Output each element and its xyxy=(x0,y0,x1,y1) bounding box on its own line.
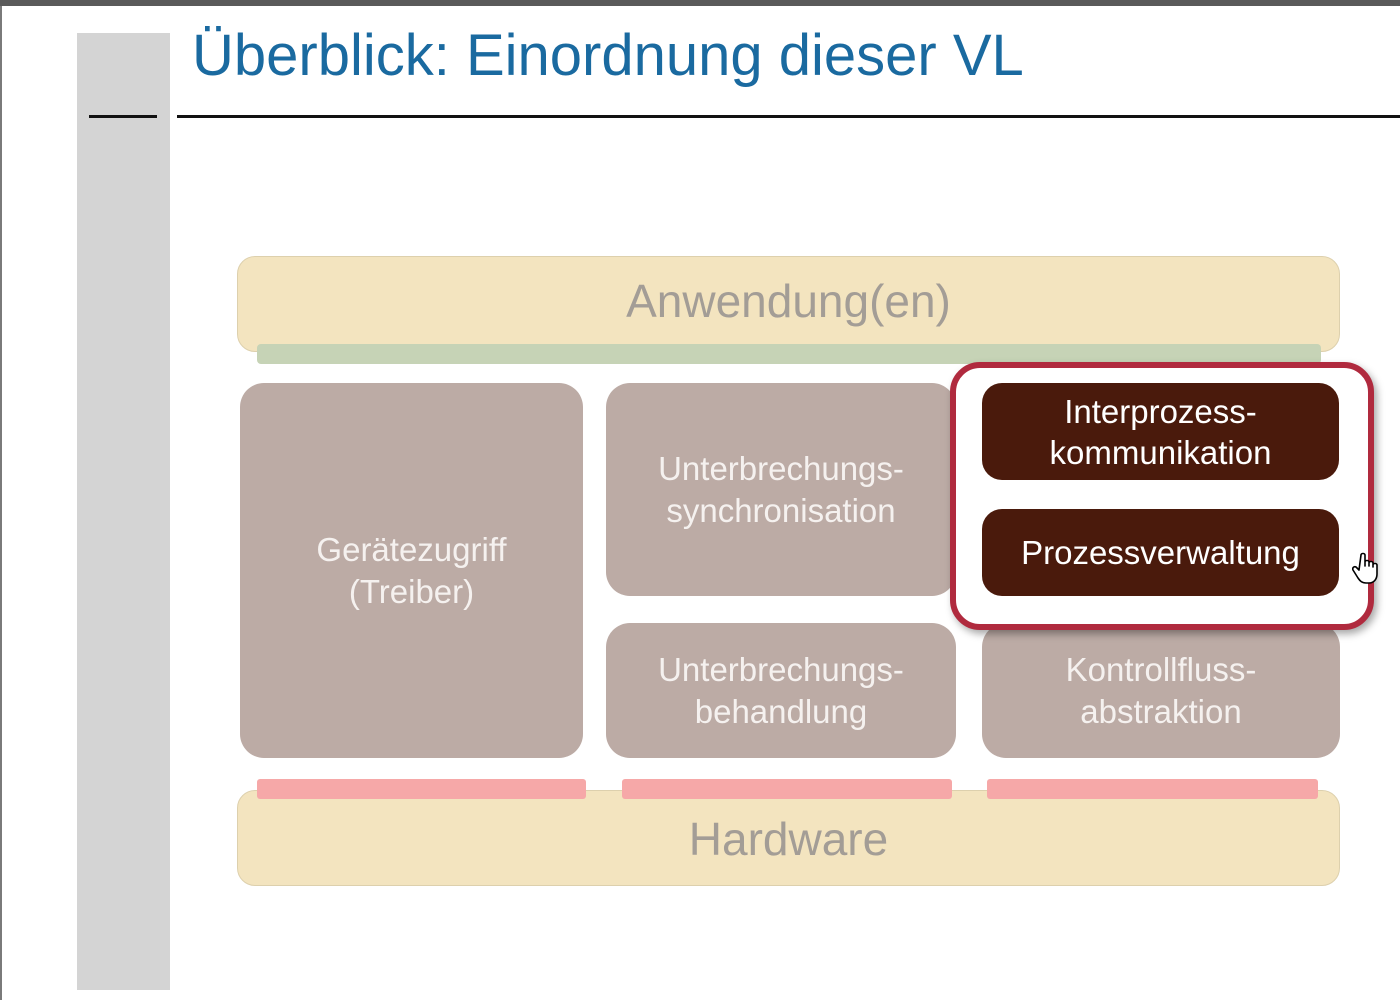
module-ipc-line-2: kommunikation xyxy=(1049,433,1272,471)
hand-cursor-icon xyxy=(1352,552,1378,584)
hardware-interface-bar xyxy=(257,779,586,799)
module-ubeh-line-1: Unterbrechungs- xyxy=(658,650,904,688)
module-geraetezugriff-line-1: Gerätezugriff xyxy=(316,530,507,568)
title-divider xyxy=(177,115,1400,118)
hardware-interface-bar xyxy=(987,779,1318,799)
application-layer-label: Anwendung(en) xyxy=(626,275,951,327)
module-unterbrechungssynchronisation: Unterbrechungs- synchronisation xyxy=(606,383,956,596)
module-usync-line-1: Unterbrechungs- xyxy=(658,449,904,487)
sidebar-divider xyxy=(89,115,157,118)
module-kontroll-line-2: abstraktion xyxy=(1080,692,1242,730)
application-interface-bar xyxy=(257,344,1321,364)
module-usync-line-2: synchronisation xyxy=(666,491,896,529)
hardware-layer: Hardware xyxy=(237,790,1340,886)
module-ubeh-line-2: behandlung xyxy=(694,692,868,730)
window-top-border xyxy=(0,0,1400,6)
hardware-layer-label: Hardware xyxy=(688,813,889,865)
module-interprozesskommunikation: Interprozess- kommunikation xyxy=(982,383,1339,480)
module-prozessverwaltung: Prozessverwaltung xyxy=(982,509,1339,596)
module-prozessverwaltung-label: Prozessverwaltung xyxy=(1021,534,1300,571)
module-unterbrechungsbehandlung: Unterbrechungs- behandlung xyxy=(606,623,956,758)
window-left-border xyxy=(0,6,2,1000)
slide-title: Überblick: Einordnung dieser VL xyxy=(192,23,1024,88)
slide-sidebar-bar xyxy=(77,33,170,990)
application-layer: Anwendung(en) xyxy=(237,256,1340,352)
module-geraetezugriff: Gerätezugriff (Treiber) xyxy=(240,383,583,758)
hardware-interface-bar xyxy=(622,779,952,799)
module-kontrollflussabstraktion: Kontrollfluss- abstraktion xyxy=(982,623,1340,758)
module-kontroll-line-1: Kontrollfluss- xyxy=(1065,650,1257,688)
module-ipc-line-1: Interprozess- xyxy=(1064,392,1257,430)
module-geraetezugriff-line-2: (Treiber) xyxy=(348,572,475,610)
